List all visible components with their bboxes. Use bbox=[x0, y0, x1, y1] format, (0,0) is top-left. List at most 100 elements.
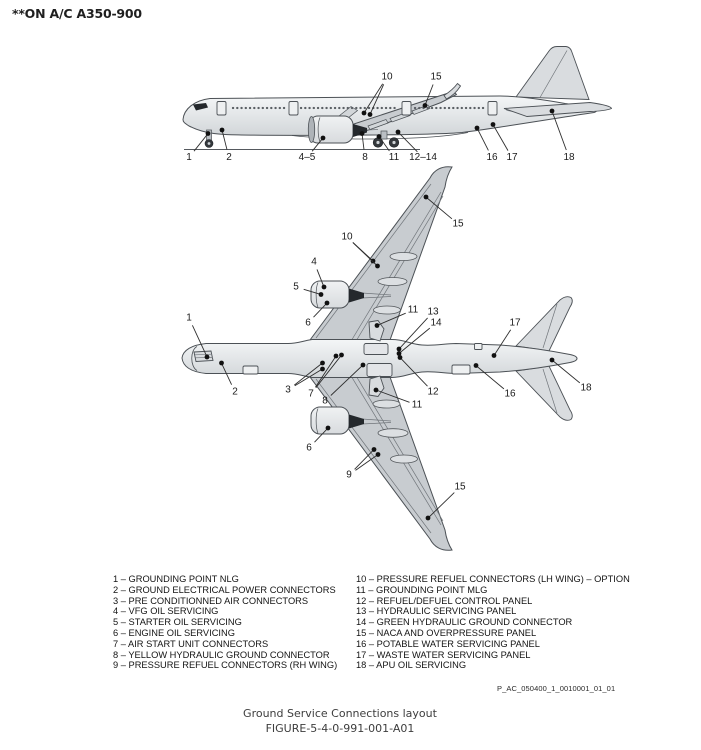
callout-leader-line bbox=[191, 325, 207, 356]
callout-dot bbox=[360, 362, 366, 368]
callout-leader-line bbox=[352, 242, 377, 266]
radome-line bbox=[191, 346, 198, 371]
callout-leader-line bbox=[364, 83, 384, 112]
callout-leader-line bbox=[428, 492, 455, 518]
figure-caption-title: Ground Service Connections layout bbox=[243, 707, 437, 720]
callout-dot bbox=[396, 346, 402, 352]
callout-leader-line bbox=[379, 137, 390, 152]
callout-dot bbox=[204, 354, 210, 360]
callout-leader-line bbox=[330, 365, 363, 396]
callout-number: 16 bbox=[504, 389, 516, 400]
callout-dot bbox=[375, 263, 380, 269]
engine-inlet-line bbox=[315, 282, 319, 308]
callout-leader-line bbox=[221, 364, 233, 385]
callout-dot bbox=[549, 108, 555, 114]
elevator-line-upper bbox=[542, 303, 558, 349]
engine-nacelle-side bbox=[308, 115, 354, 144]
callout-number: 14 bbox=[430, 318, 442, 329]
callout-leader-line bbox=[314, 428, 328, 443]
callout-leader-line bbox=[303, 288, 320, 295]
callout-leader-line bbox=[294, 369, 322, 387]
callout-number: 18 bbox=[563, 152, 575, 163]
callout-dot bbox=[395, 129, 401, 135]
callout-number: 8 bbox=[322, 396, 328, 407]
spar-line-left bbox=[351, 191, 442, 340]
engine-inlet-side bbox=[307, 116, 316, 143]
legend-item: 12 – REFUEL/DEFUEL CONTROL PANEL bbox=[356, 595, 533, 606]
callout-dot bbox=[422, 103, 428, 108]
rudder-line bbox=[539, 50, 568, 98]
callout-dot bbox=[320, 135, 326, 141]
pylon-line bbox=[361, 296, 392, 299]
callout-number: 6 bbox=[305, 318, 311, 329]
engine-left-plan bbox=[310, 280, 392, 309]
service-panel bbox=[451, 364, 471, 375]
callout-leader-line bbox=[370, 84, 385, 114]
callout-leader-line bbox=[476, 366, 505, 390]
legend-item: 17 – WASTE WATER SERVICING PANEL bbox=[356, 649, 531, 660]
legend-item: 7 – AIR START UNIT CONNECTORS bbox=[113, 638, 269, 649]
callout-number: 10 bbox=[341, 232, 353, 243]
callout-dot bbox=[376, 134, 382, 139]
callout-number: 7 bbox=[308, 389, 314, 400]
flap-track-fairing bbox=[373, 305, 401, 315]
main-gear-leg-left bbox=[368, 320, 385, 342]
legend-item: 2 – GROUND ELECTRICAL POWER CONNECTORS bbox=[113, 584, 336, 595]
callout-dot bbox=[359, 131, 365, 136]
pylon-line bbox=[361, 292, 392, 296]
callout-dot bbox=[371, 447, 377, 452]
flap-track-fairing bbox=[389, 252, 418, 261]
callout-leader-line bbox=[315, 355, 341, 388]
cockpit-windshield-plan bbox=[193, 350, 214, 362]
callout-dot bbox=[396, 351, 402, 356]
gear-bay bbox=[366, 363, 393, 377]
callout-number: 1 bbox=[186, 313, 192, 324]
callout-leader-line bbox=[311, 138, 323, 152]
callout-leader-line bbox=[313, 303, 327, 318]
callout-leader-line bbox=[400, 358, 428, 387]
flap-fairing-pod bbox=[367, 119, 389, 130]
callout-leader-line bbox=[493, 125, 509, 151]
callout-number: 5 bbox=[293, 282, 299, 293]
legend-item: 14 – GREEN HYDRAULIC GROUND CONNECTOR bbox=[356, 617, 573, 628]
callout-dot bbox=[370, 258, 376, 264]
callout-leader-line bbox=[426, 197, 453, 220]
cockpit-windows-side bbox=[193, 103, 208, 111]
main-gear-strut bbox=[380, 130, 388, 140]
callout-leader-line bbox=[425, 84, 434, 105]
figure-caption-number: FIGURE-5-4-0-991-001-A01 bbox=[265, 722, 415, 735]
horizontal-stabilizer-lower bbox=[515, 365, 573, 421]
callout-number: 4–5 bbox=[299, 152, 316, 163]
callout-leader-line bbox=[316, 269, 324, 286]
engine-inlet-line bbox=[315, 408, 319, 434]
callout-leader-line bbox=[477, 129, 489, 151]
legend-item: 9 – PRESSURE REFUEL CONNECTORS (RH WING) bbox=[113, 660, 338, 671]
callout-dot bbox=[397, 355, 403, 360]
callout-number: 11 bbox=[408, 305, 419, 316]
callout-leader-line bbox=[399, 327, 431, 353]
callout-number: 4 bbox=[311, 257, 317, 268]
legend-item: 15 – NACA AND OVERPRESSURE PANEL bbox=[356, 627, 537, 638]
callout-number: 16 bbox=[486, 152, 498, 163]
cabin-door bbox=[487, 101, 498, 116]
spar-line-right bbox=[351, 377, 442, 526]
callout-dot bbox=[549, 357, 555, 363]
callout-leader-line bbox=[294, 363, 322, 386]
flap-track-fairing bbox=[377, 277, 408, 286]
engine-exhaust-cone bbox=[349, 288, 364, 303]
spar-line-right bbox=[356, 377, 444, 522]
horizontal-stabilizer-side bbox=[503, 102, 613, 117]
callout-dot bbox=[339, 352, 344, 358]
callout-leader-line bbox=[354, 450, 374, 470]
legend-item: 1 – GROUNDING POINT NLG bbox=[113, 574, 239, 584]
slat-line-right bbox=[315, 378, 432, 534]
legend-item: 13 – HYDRAULIC SERVICING PANEL bbox=[356, 606, 517, 617]
callout-dot bbox=[373, 387, 379, 393]
wheel-hub bbox=[207, 142, 211, 145]
callout-dot bbox=[324, 300, 330, 306]
